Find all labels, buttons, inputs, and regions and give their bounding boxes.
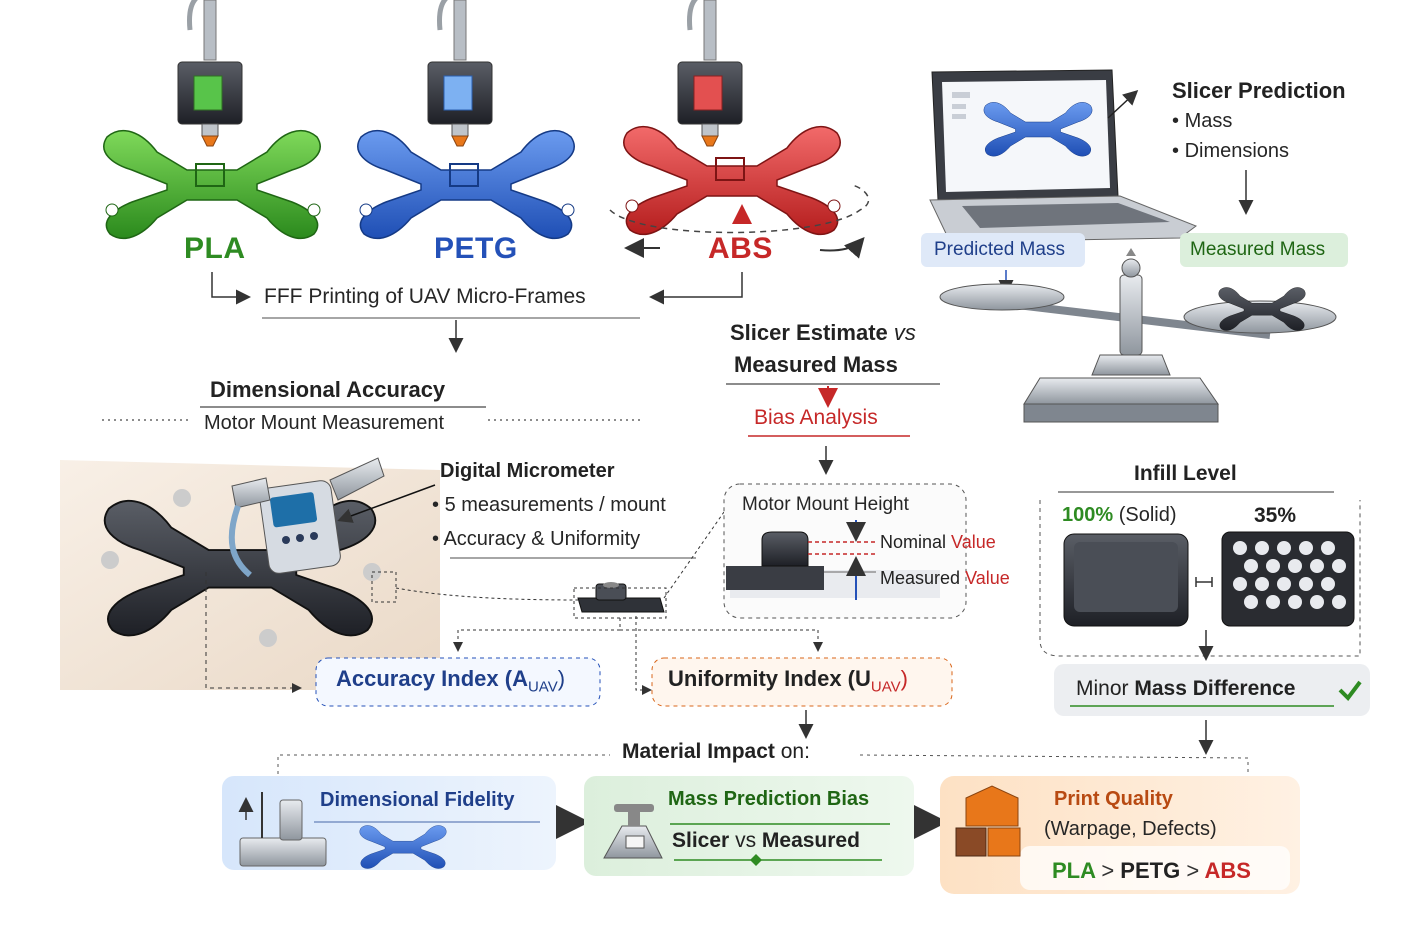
print-quality-subtitle: (Warpage, Defects) <box>1044 818 1217 840</box>
motor-mount-measurement-label: Motor Mount Measurement <box>204 412 445 434</box>
predicted-mass-label: Predicted Mass <box>934 239 1065 260</box>
uav-frame-petg <box>357 129 575 240</box>
dimensional-accuracy-title: Dimensional Accuracy <box>210 377 446 402</box>
infill-partial-label: 35% <box>1254 504 1297 527</box>
micrometer-bullet-measurements: • 5 measurements / mount <box>432 494 666 516</box>
micrometer-title: Digital Micrometer <box>440 460 615 482</box>
balance-scale <box>921 233 1348 423</box>
impact-connectors <box>277 754 1249 842</box>
material-label-pla: PLA <box>184 232 246 265</box>
motor-mount-height-title: Motor Mount Height <box>742 494 909 515</box>
laptop-illustration <box>929 69 1254 243</box>
uav-frame-abs <box>609 125 870 259</box>
slicer-prediction-title: Slicer Prediction <box>1172 78 1346 103</box>
mass-prediction-bias-label: Mass Prediction Bias <box>668 788 870 810</box>
printing-connectors <box>211 272 743 353</box>
material-impact-title: Material Impact on: <box>622 740 810 763</box>
measured-mass-heading: Measured Mass <box>734 352 898 377</box>
infill-level-title: Infill Level <box>1134 462 1237 485</box>
infill-solid-label: 100% (Solid) <box>1062 504 1177 526</box>
uniformity-index-label: Uniformity Index (UUAV) <box>668 666 908 696</box>
material-label-abs: ABS <box>708 232 773 265</box>
measured-mass-label: Measured Mass <box>1190 239 1326 260</box>
micrometer-bullet-accuracy: • Accuracy & Uniformity <box>432 528 641 550</box>
slicer-bullet-mass: • Mass <box>1172 110 1233 132</box>
dimensional-fidelity-label: Dimensional Fidelity <box>320 789 515 811</box>
bias-analysis-label: Bias Analysis <box>754 406 878 429</box>
slicer-vs-measured-label: Slicer vs Measured <box>672 829 860 852</box>
index-boxes <box>315 657 953 739</box>
minor-mass-difference-label: Minor Mass Difference <box>1076 677 1296 700</box>
print-quality-label: Print Quality <box>1054 788 1173 810</box>
accuracy-index-label: Accuracy Index (AUAV) <box>336 666 566 696</box>
measured-value-label: Measured Value <box>880 568 1010 588</box>
comparison-connectors <box>726 383 940 475</box>
infill-illustration <box>1039 491 1370 755</box>
nominal-value-label: Nominal Value <box>880 532 996 552</box>
material-ranking: PLA > PETG > ABS <box>1052 858 1251 883</box>
printer-heads <box>177 0 743 147</box>
micrometer-scene <box>60 457 823 695</box>
uav-frame-pla <box>103 129 321 240</box>
material-label-petg: PETG <box>434 232 518 265</box>
printing-caption: FFF Printing of UAV Micro-Frames <box>264 285 586 308</box>
dimensional-rules <box>102 406 640 421</box>
motor-mount-diagram <box>723 483 967 619</box>
slicer-bullet-dimensions: • Dimensions <box>1172 140 1290 162</box>
impact-boxes <box>222 776 1300 894</box>
slicer-estimate-heading: Slicer Estimate vs <box>730 320 916 345</box>
